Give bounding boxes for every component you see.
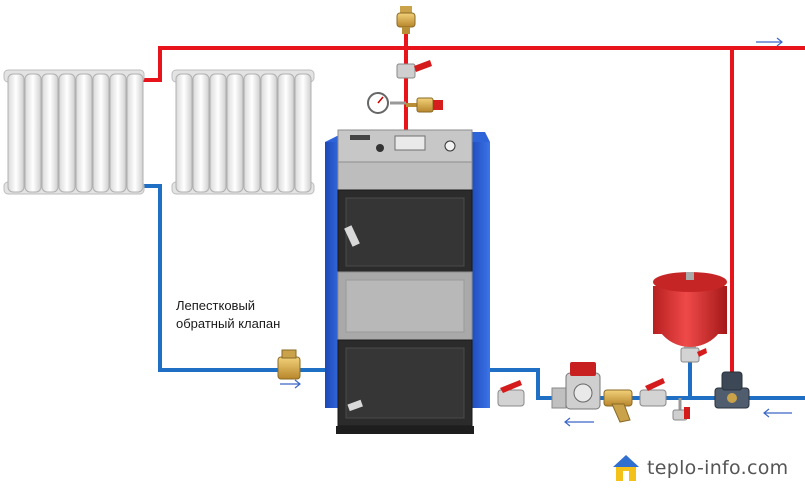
tank-ball-valve-icon [639, 378, 667, 407]
flow-arrow-icon [280, 379, 301, 389]
check-valve-caption: Лепестковый обратный клапан [176, 297, 280, 333]
radiator-right [171, 69, 315, 195]
three-way-valve-icon [714, 371, 750, 409]
return-ball-valve-icon [497, 380, 525, 407]
pressure-gauge-icon [367, 92, 406, 114]
supply-pipes [140, 34, 805, 375]
flow-arrow-icon [564, 417, 594, 427]
house-logo-icon [613, 455, 639, 481]
expansion-tank-icon [653, 272, 727, 363]
boiler [325, 129, 490, 434]
top-ball-valve-icon [396, 60, 432, 79]
safety-valve-icon [406, 97, 443, 113]
flow-arrows [280, 37, 792, 427]
radiator-left [3, 69, 145, 195]
flow-arrow-icon [763, 408, 792, 418]
circulation-pump-icon [551, 362, 601, 410]
caption-line-2: обратный клапан [176, 316, 281, 331]
drain-valve-icon [672, 398, 690, 421]
site-watermark: teplo-info.com [611, 452, 788, 484]
check-valve-icon [277, 349, 301, 380]
watermark-text: teplo-info.com [647, 457, 789, 479]
caption-line-1: Лепестковый [176, 298, 256, 313]
air-vent-icon [396, 6, 416, 34]
strainer-filter-icon [603, 389, 633, 423]
flow-arrow-icon [756, 37, 783, 47]
